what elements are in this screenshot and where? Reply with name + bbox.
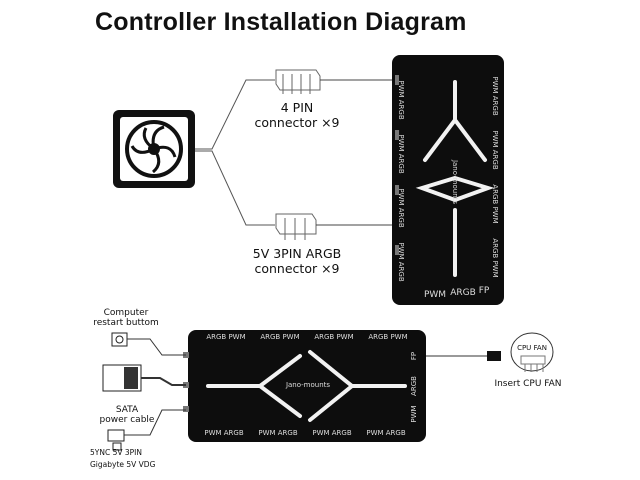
- connector-4pin-icon: [275, 69, 392, 94]
- hhub-brand-label: Jano-mounts: [285, 381, 331, 389]
- insert-cpu-fan-label: Insert CPU FAN: [494, 379, 562, 389]
- restart-button-icon: [111, 332, 186, 356]
- hhub-top-label: ARGB PWM: [314, 333, 354, 341]
- vhub-left-label: PWM ARGB: [397, 134, 405, 174]
- connector-4pin-line2: connector ×9: [254, 115, 340, 130]
- sync-connector-icon: [107, 409, 186, 451]
- connector-4pin-label: 4 PIN connector ×9: [242, 100, 352, 130]
- vertical-hub: [392, 55, 504, 305]
- sync-label: 5YNC 5V 3PIN: [90, 448, 142, 457]
- connector-3pin-label: 5V 3PIN ARGB connector ×9: [234, 246, 360, 276]
- connector-3pin-icon: [275, 213, 392, 240]
- cpu-fan-cable: [426, 332, 554, 372]
- connector-4pin-line1: 4 PIN: [280, 100, 314, 115]
- restart-button-label: Computer restart buttom: [93, 308, 159, 328]
- vhub-brand-label: Jano-mounts: [451, 159, 459, 205]
- hhub-top-label: ARGB PWM: [206, 333, 246, 341]
- diagram-title: Controller Installation Diagram: [95, 8, 467, 36]
- sata-plug-icon: [102, 364, 186, 392]
- vhub-right-label: PWM ARGB: [491, 76, 499, 116]
- hhub-bottom-label: PWM ARGB: [366, 429, 406, 437]
- hhub-top-label: ARGB PWM: [368, 333, 408, 341]
- fan-cables: [195, 79, 275, 226]
- hhub-bottom-label: PWM ARGB: [204, 429, 244, 437]
- fan-icon: [113, 110, 195, 188]
- vhub-left-label: PWM ARGB: [397, 80, 405, 120]
- connector-3pin-line1: 5V 3PIN ARGB: [252, 246, 342, 261]
- vhub-right-label: ARGB PWM: [491, 238, 499, 278]
- sata-cable-label: SATA power cable: [99, 405, 155, 425]
- vhub-right-label: PWM ARGB: [491, 130, 499, 170]
- vhub-right-label: ARGB PWM: [491, 184, 499, 224]
- vhub-bottom-label: FP: [478, 286, 490, 296]
- hhub-bottom-label: PWM ARGB: [312, 429, 352, 437]
- hhub-right-label: ARGB: [410, 376, 418, 396]
- hhub-right-label: PWM: [410, 405, 418, 423]
- cpu-fan-box-label: CPU FAN: [517, 344, 547, 352]
- connector-3pin-line2: connector ×9: [254, 261, 340, 276]
- hhub-right-label: FP: [410, 351, 418, 361]
- vhub-left-label: PWM ARGB: [397, 242, 405, 282]
- hhub-bottom-label: PWM ARGB: [258, 429, 298, 437]
- horizontal-hub: [183, 330, 426, 442]
- hhub-top-label: ARGB PWM: [260, 333, 300, 341]
- vhub-bottom-label: ARGB: [450, 288, 476, 298]
- vhub-bottom-label: PWM: [423, 290, 447, 300]
- gigabyte-label: Gigabyte 5V VDG: [90, 460, 156, 469]
- vhub-left-label: PWM ARGB: [397, 188, 405, 228]
